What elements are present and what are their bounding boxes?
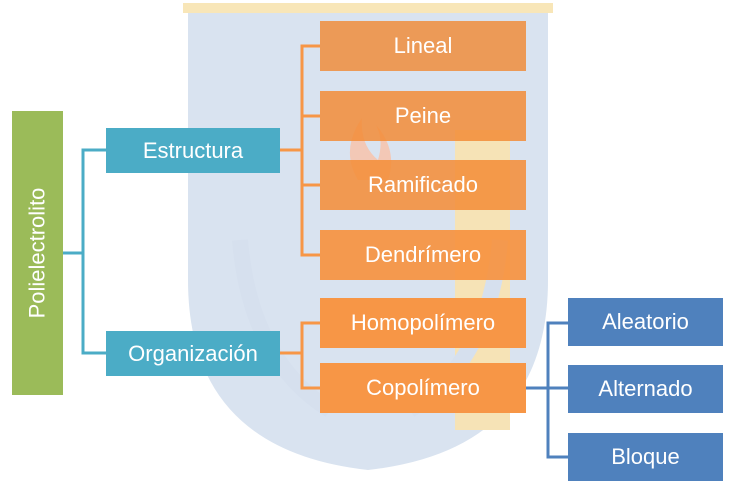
node-homopolimero: Homopolímero <box>320 298 526 348</box>
node-copolimero: Copolímero <box>320 363 526 413</box>
node-polielectrolito-label: Polielectrolito <box>24 187 50 319</box>
organizacion-bracket <box>280 321 320 390</box>
node-polielectrolito: Polielectrolito <box>12 111 63 395</box>
node-peine-label: Peine <box>394 103 452 128</box>
node-aleatorio-label: Aleatorio <box>602 309 689 334</box>
node-peine: Peine <box>320 91 526 141</box>
node-ramificado-label: Ramificado <box>367 172 479 197</box>
node-dendrimero: Dendrímero <box>320 230 526 280</box>
node-lineal: Lineal <box>320 21 526 71</box>
estructura-bracket <box>280 44 320 257</box>
node-organizacion: Organización <box>106 331 280 376</box>
node-lineal-label: Lineal <box>393 33 453 58</box>
copolimero-bracket <box>526 321 568 459</box>
node-copolimero-label: Copolímero <box>366 375 480 400</box>
node-estructura: Estructura <box>106 128 280 173</box>
node-dendrimero-label: Dendrímero <box>364 242 482 267</box>
node-homopolimero-label: Homopolímero <box>350 310 496 335</box>
node-ramificado: Ramificado <box>320 160 526 210</box>
node-alternado: Alternado <box>568 365 723 413</box>
node-alternado-label: Alternado <box>598 376 693 401</box>
node-bloque-label: Bloque <box>611 444 680 469</box>
node-aleatorio: Aleatorio <box>568 298 723 346</box>
node-bloque: Bloque <box>568 433 723 481</box>
root-bracket <box>63 148 106 355</box>
node-estructura-label: Estructura <box>142 137 244 163</box>
node-organizacion-label: Organización <box>128 340 258 366</box>
